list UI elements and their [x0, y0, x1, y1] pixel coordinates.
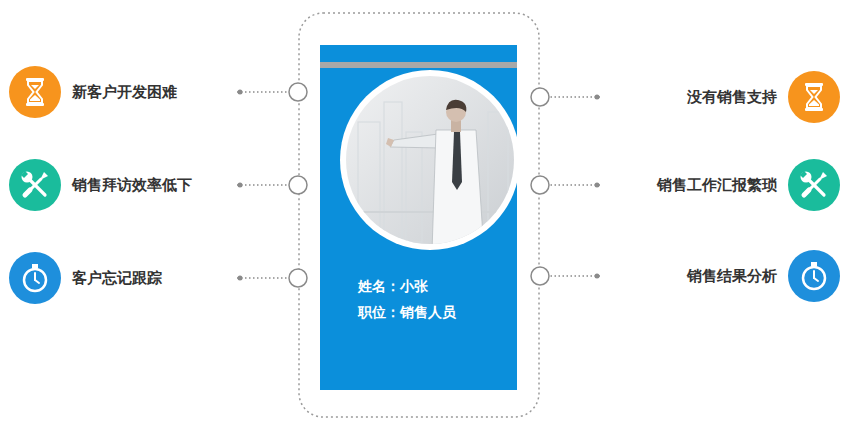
pain-point-label: 新客户开发困难: [72, 83, 177, 102]
phone-joint: [289, 176, 307, 194]
pain-point-item: 客户忘记跟踪: [9, 252, 237, 304]
item-icon: [9, 66, 61, 118]
connector-dot: [238, 183, 243, 188]
pain-point-item: 没有销售支持: [600, 71, 840, 123]
salesman-photo: [338, 68, 522, 252]
pain-point-item: 销售结果分析: [600, 250, 840, 302]
dotted-connector: [540, 96, 600, 98]
dotted-connector: [237, 91, 298, 93]
phone-joint: [289, 83, 307, 101]
pain-point-label: 没有销售支持: [687, 88, 777, 107]
item-icon: [788, 71, 840, 123]
icon-circle: [788, 159, 840, 211]
item-icon: [9, 252, 61, 304]
status-bar: [320, 62, 517, 68]
item-icon: [788, 159, 840, 211]
watch-icon: [803, 262, 825, 289]
item-icon: [788, 250, 840, 302]
connector-dot: [595, 274, 600, 279]
pain-point-item: 新客户开发困难: [9, 66, 237, 118]
phone-joint: [531, 88, 549, 106]
pain-point-item: 销售工作汇报繁琐: [600, 159, 840, 211]
connector-dot: [595, 183, 600, 188]
connector-dot: [238, 276, 243, 281]
profile-text: 姓名：小张: [358, 273, 456, 299]
phone-joint: [289, 269, 307, 287]
pain-point-item: 销售拜访效率低下: [9, 159, 237, 211]
phone-illustration: [298, 12, 540, 418]
phone-joint: [531, 176, 549, 194]
phone-outline: [299, 13, 539, 417]
pain-point-label: 客户忘记跟踪: [72, 269, 162, 288]
item-icon: [9, 159, 61, 211]
connector-dot: [595, 95, 600, 100]
pain-point-label: 销售工作汇报繁琐: [657, 176, 777, 195]
phone-joint: [531, 267, 549, 285]
tools-icon: [21, 171, 48, 195]
dotted-connector: [540, 275, 600, 277]
dotted-connector: [237, 277, 298, 279]
connector-dot: [238, 90, 243, 95]
hourglass-icon: [805, 83, 823, 111]
dotted-connector: [540, 184, 600, 186]
tools-icon: [800, 171, 827, 195]
icon-circle: [788, 71, 840, 123]
pain-point-label: 销售结果分析: [687, 267, 777, 286]
watch-icon: [24, 264, 46, 291]
icon-circle: [788, 250, 840, 302]
profile-text: 职位：销售人员: [358, 299, 456, 325]
hourglass-icon: [26, 78, 44, 106]
dotted-connector: [237, 184, 298, 186]
phone-card: 姓名：小张职位：销售人员: [298, 12, 540, 418]
icon-circle: [9, 252, 61, 304]
icon-circle: [9, 159, 61, 211]
pain-point-label: 销售拜访效率低下: [72, 176, 192, 195]
profile-block: 姓名：小张职位：销售人员: [358, 273, 456, 325]
icon-circle: [9, 66, 61, 118]
